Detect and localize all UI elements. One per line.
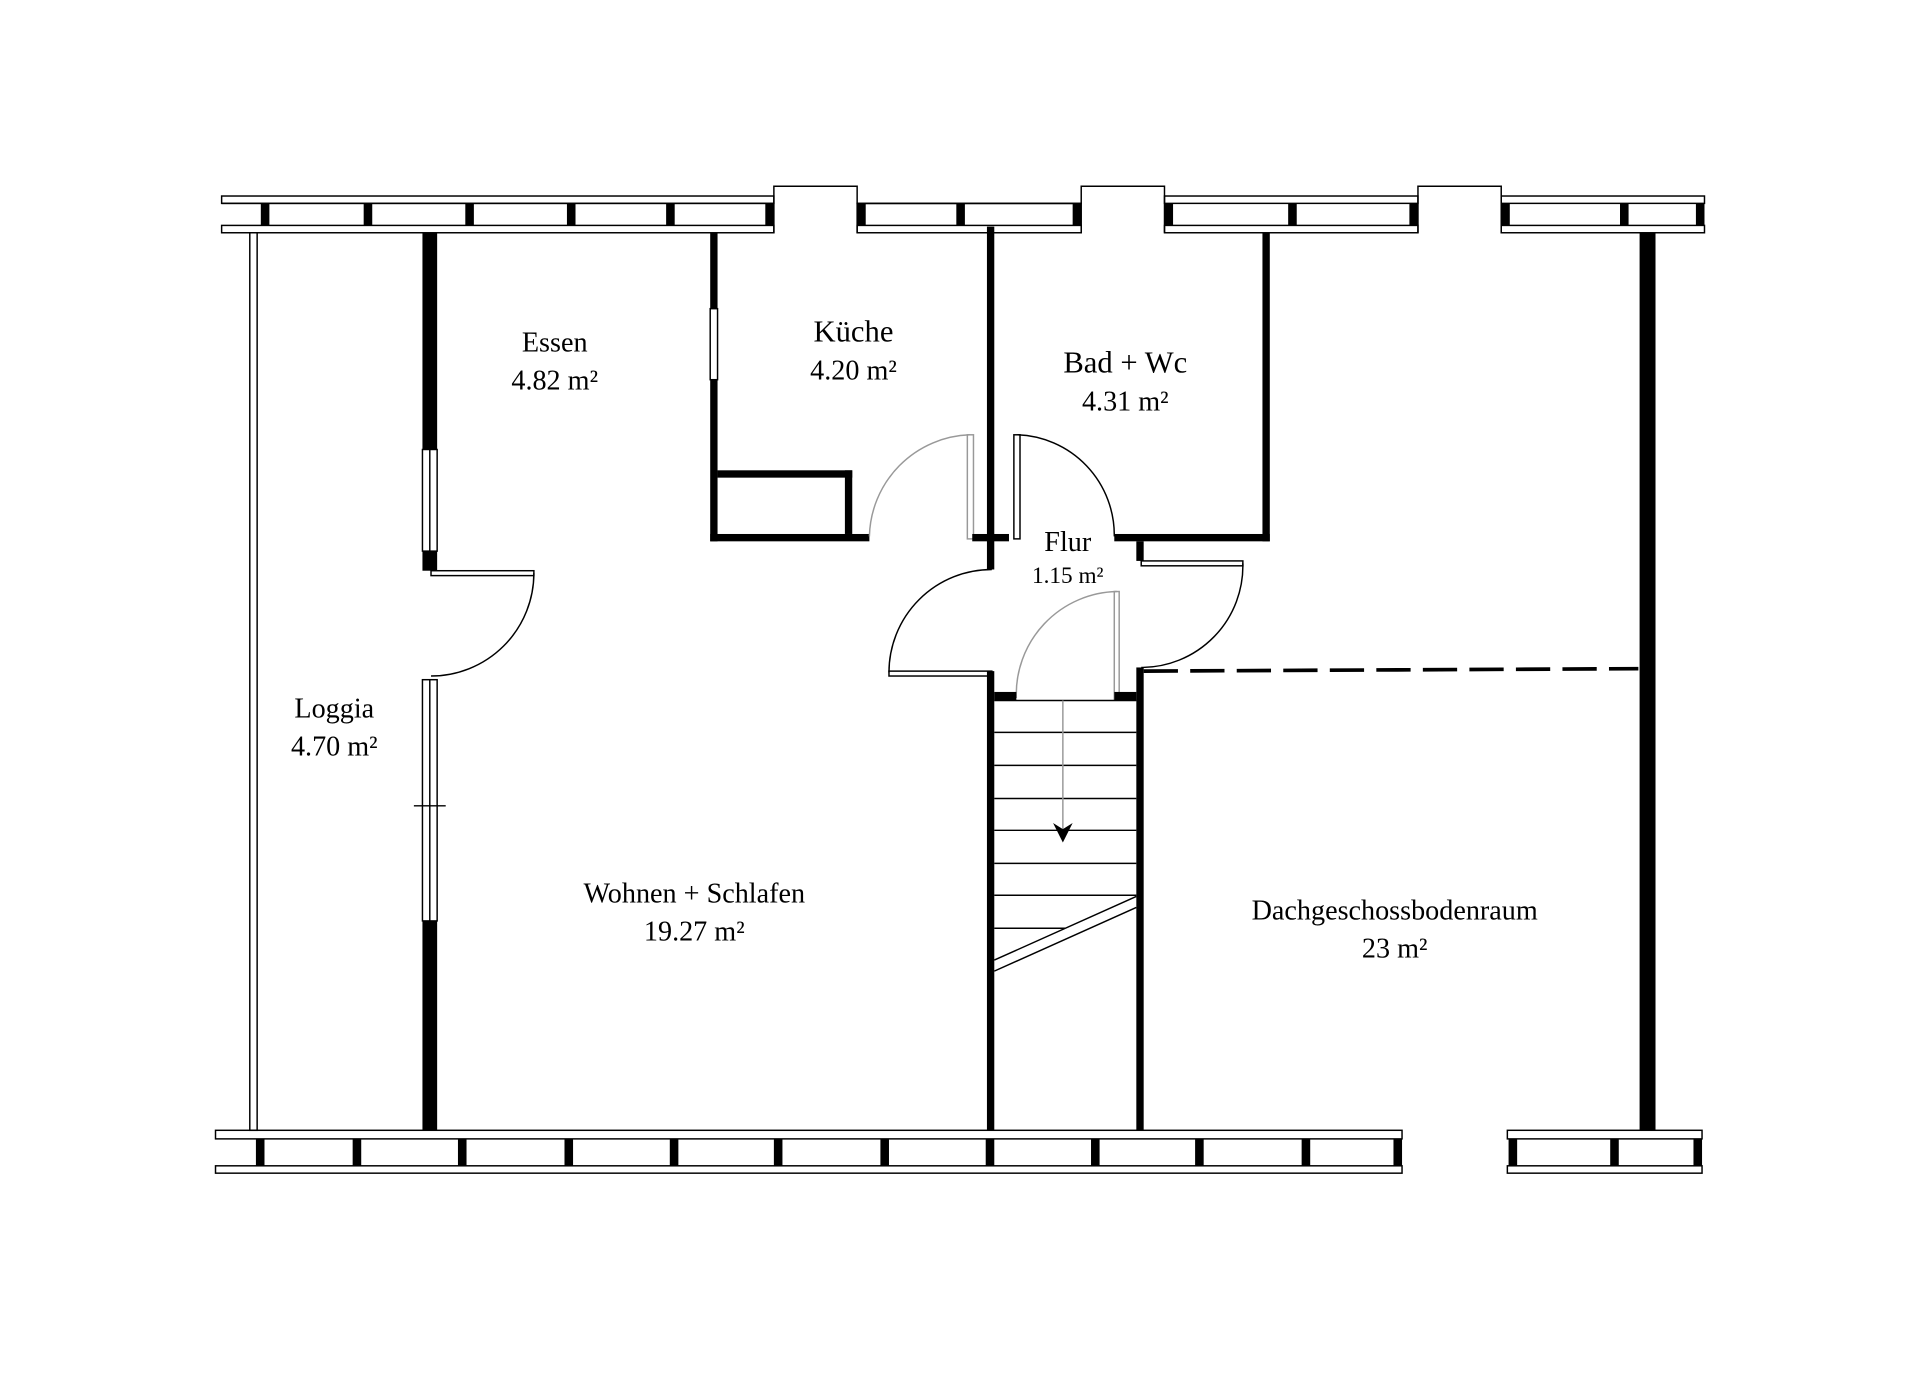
- attic-door[interactable]: [1140, 560, 1244, 669]
- staircase: [993, 667, 1144, 1131]
- bottom-exterior-wall: [214, 1129, 1703, 1174]
- room-area-kueche: 4.20 m²: [810, 356, 897, 387]
- room-area-essen: 4.82 m²: [511, 365, 598, 396]
- room-name-kueche: Küche: [814, 315, 894, 349]
- room-area-dachboden: 23 m²: [1362, 934, 1428, 965]
- right-wall: [1639, 232, 1656, 1131]
- loggia-door[interactable]: [430, 569, 535, 677]
- bathroom-door[interactable]: [1013, 434, 1116, 540]
- room-name-flur: Flur: [1044, 527, 1092, 558]
- room-area-loggia: 4.70 m²: [291, 732, 378, 763]
- kitchen-door[interactable]: [868, 434, 975, 540]
- arrow-down-icon: [1053, 822, 1073, 843]
- room-name-wohnen: Wohnen + Schlafen: [583, 879, 805, 910]
- top-exterior-wall: [220, 185, 1706, 234]
- room-area-flur: 1.15 m²: [1032, 563, 1104, 589]
- roof-slope-line: [1143, 666, 1639, 673]
- central-wall: [972, 226, 1009, 1131]
- bathroom-walls: [1114, 232, 1270, 561]
- room-name-bad: Bad + Wc: [1063, 345, 1187, 379]
- loggia-wall: [413, 232, 446, 1131]
- loggia-railing: [249, 232, 258, 1132]
- room-area-wohnen: 19.27 m²: [644, 917, 745, 948]
- living-room-door[interactable]: [888, 568, 993, 677]
- room-name-loggia: Loggia: [294, 694, 374, 725]
- room-name-essen: Essen: [522, 328, 588, 359]
- kitchen-walls: [709, 232, 870, 542]
- room-name-dachboden: Dachgeschossbodenraum: [1252, 896, 1538, 927]
- room-area-bad: 4.31 m²: [1082, 386, 1169, 417]
- stair-door[interactable]: [1015, 590, 1120, 701]
